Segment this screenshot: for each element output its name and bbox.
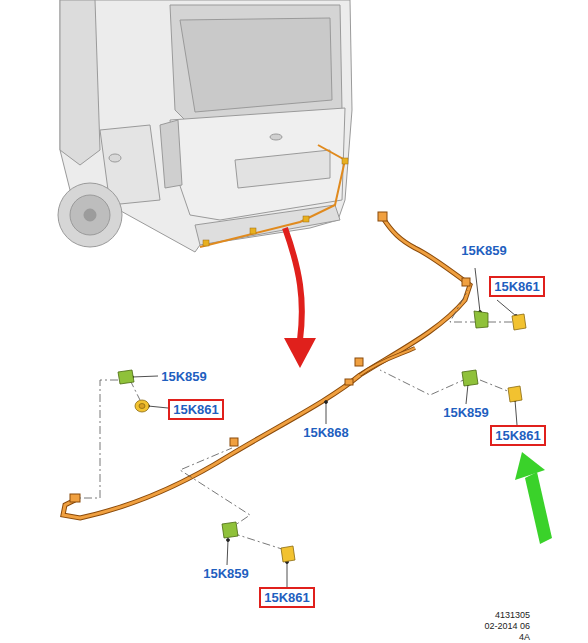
part-number: 15K859 [202, 566, 250, 581]
callout-box: 15K861 [259, 587, 315, 608]
van-harness [200, 145, 345, 247]
callout-box: 15K861 [168, 399, 224, 420]
van-body [58, 0, 352, 252]
part-number: 15K859 [460, 243, 508, 258]
drawing-reference: 4131305 [494, 610, 531, 621]
leader-lines [80, 290, 512, 550]
callout-box: 15K861 [490, 425, 546, 446]
drawing-reference: 4A [518, 632, 531, 643]
part-number: 15K859 [442, 405, 490, 420]
callout-number: 15K861 [494, 279, 540, 294]
part-number: 15K868 [302, 425, 350, 440]
highlight-arrow [515, 452, 552, 544]
pointer-arrow [285, 228, 302, 340]
sensor-brackets [118, 311, 488, 538]
callout-number: 15K861 [495, 428, 541, 443]
parking-sensors [135, 314, 526, 562]
part-number: 15K859 [160, 369, 208, 384]
callout-lines [131, 268, 518, 587]
drawing-reference: 02-2014 06 [483, 621, 531, 632]
van-sensors [203, 158, 348, 246]
wiring-harness [63, 212, 470, 518]
callout-number: 15K861 [173, 402, 219, 417]
callout-number: 15K861 [264, 590, 310, 605]
pointer-arrow-head [284, 338, 316, 368]
callout-box: 15K861 [489, 276, 545, 297]
